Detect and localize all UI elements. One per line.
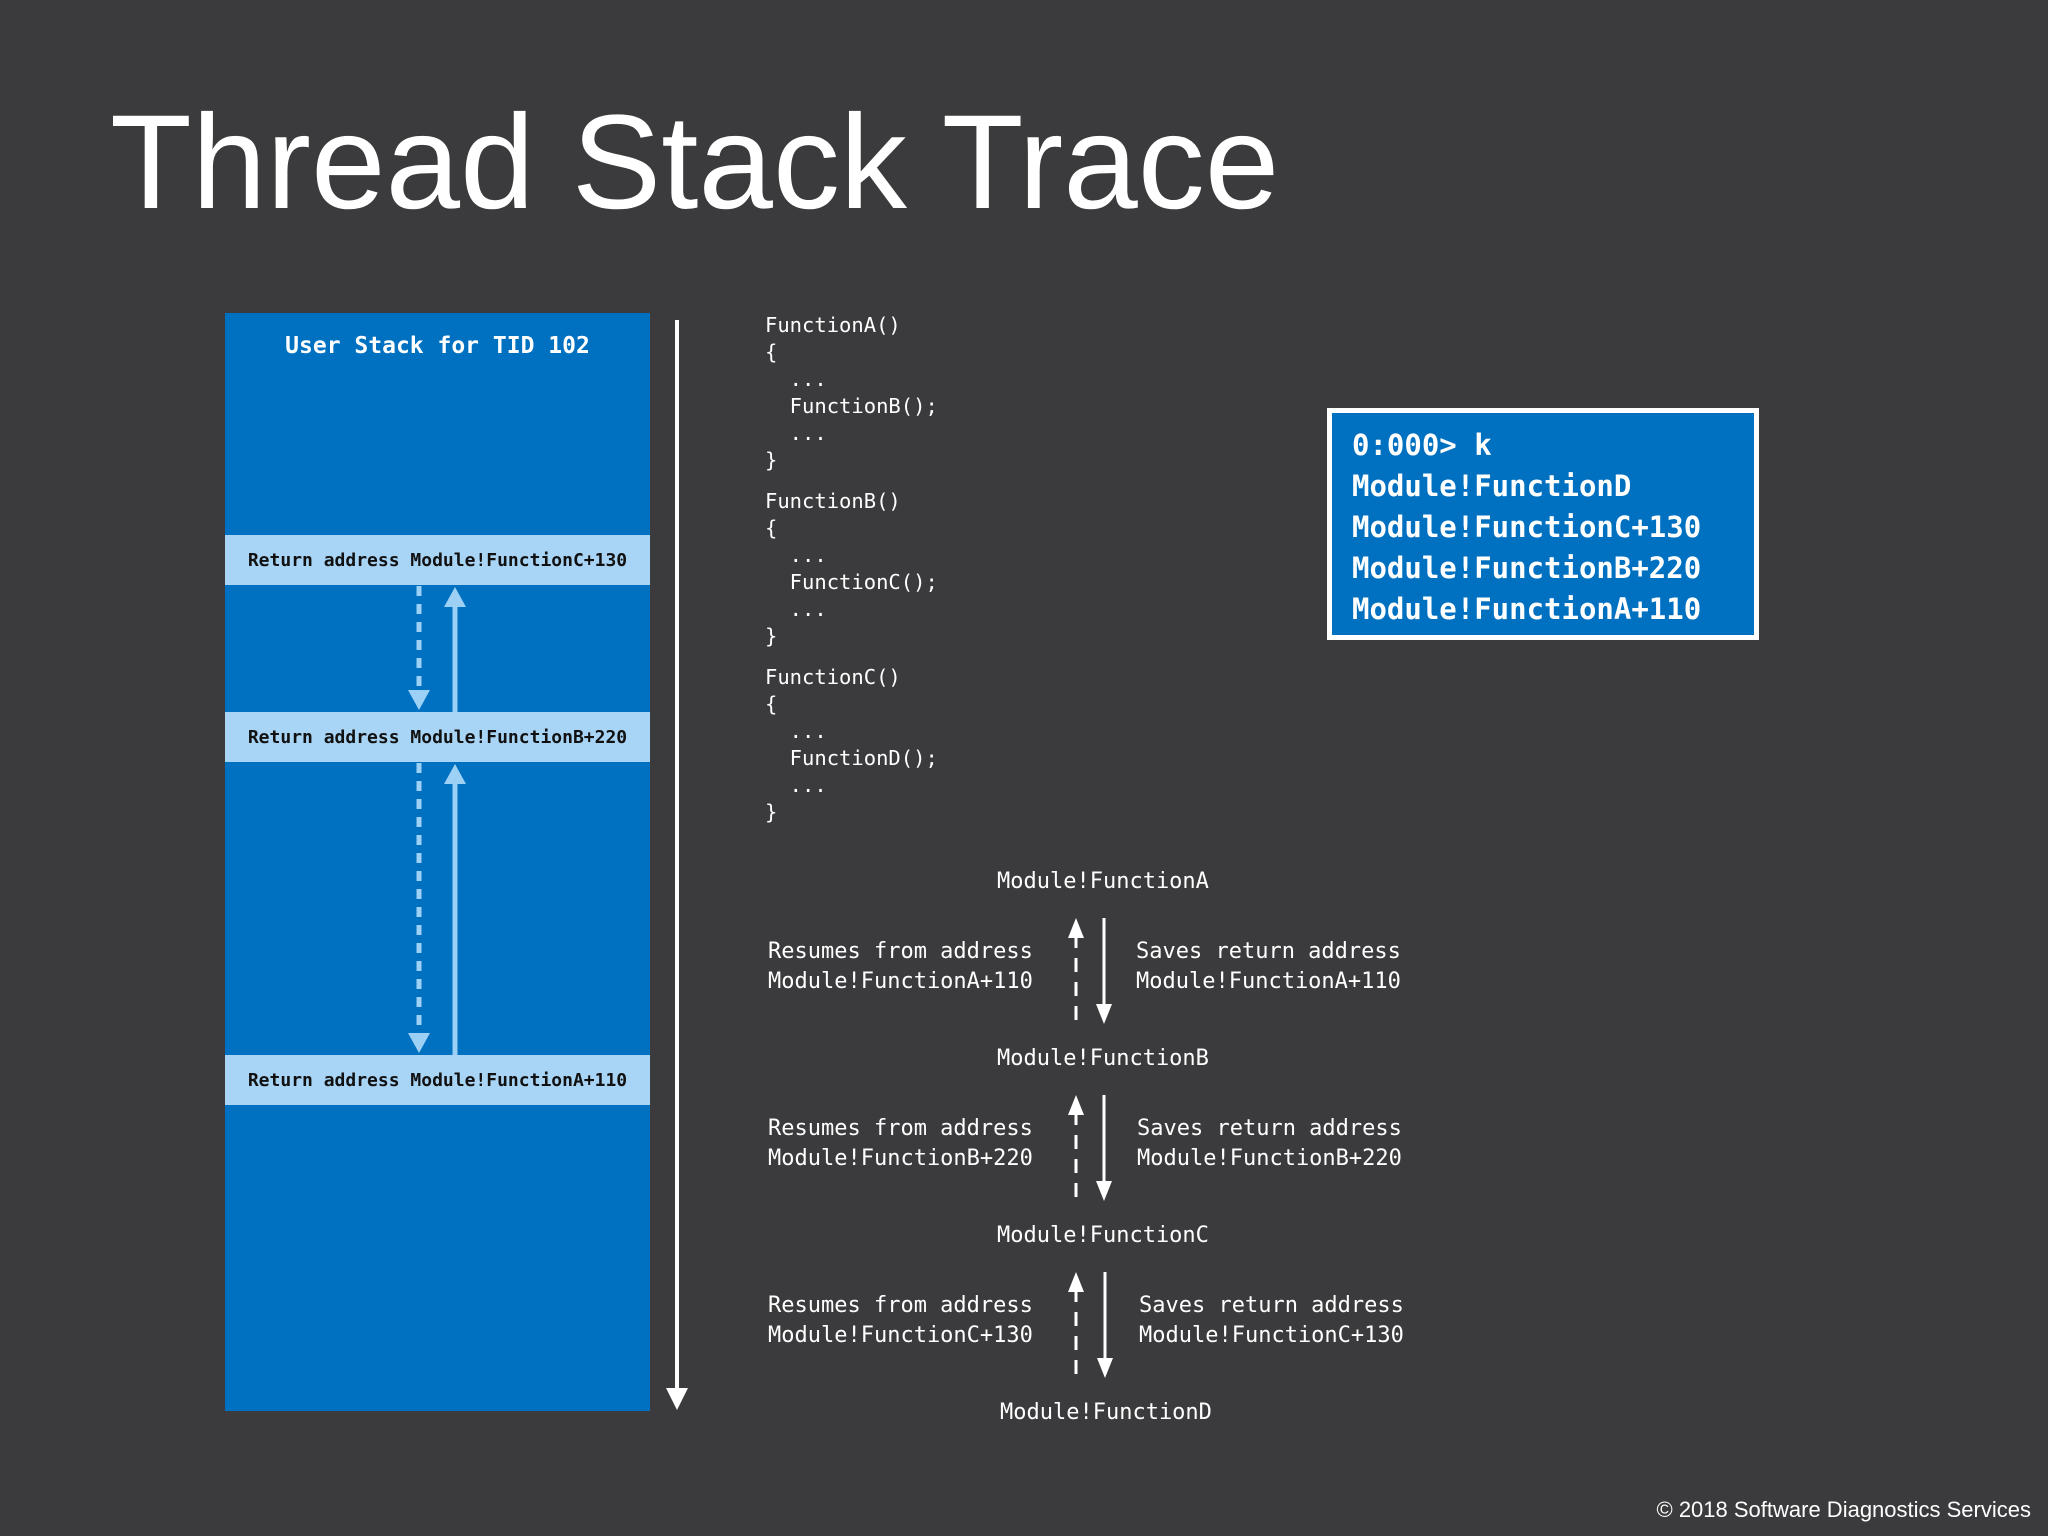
page-title: Thread Stack Trace — [110, 88, 1280, 237]
resumes-note-b: Resumes from address Module!FunctionB+22… — [768, 1116, 1033, 1171]
call-arrow-up-d-to-c — [1068, 1272, 1084, 1374]
call-arrow-down-c-to-d — [1097, 1272, 1113, 1378]
call-arrow-up-c-to-b — [1068, 1095, 1084, 1197]
console-frame: Module!FunctionB+220 — [1352, 551, 1702, 585]
code-line: } — [765, 448, 778, 472]
call-arrow-up-b-to-a — [1068, 918, 1084, 1020]
code-line: FunctionB() — [765, 489, 901, 513]
source-code-listing: FunctionA() { ... FunctionB(); ... } Fun… — [765, 312, 938, 826]
code-line: { — [765, 692, 778, 716]
code-line: { — [765, 340, 778, 364]
debugger-console-box: 0:000> k Module!FunctionD Module!Functio… — [1327, 408, 1759, 640]
resumes-note-a: Resumes from address Module!FunctionA+11… — [768, 939, 1033, 994]
call-chain-function-b: Module!FunctionB — [997, 1046, 1209, 1071]
copyright-footer: © 2018 Software Diagnostics Services — [1656, 1497, 2032, 1522]
saves-note-a: Saves return address Module!FunctionA+11… — [1136, 939, 1401, 994]
call-arrow-down-b-to-c — [1096, 1095, 1112, 1201]
code-line: ... — [765, 597, 827, 621]
code-line: FunctionC(); — [765, 570, 938, 594]
call-arrow-down-a-to-b — [1096, 918, 1112, 1024]
console-frame: Module!FunctionA+110 — [1352, 592, 1702, 626]
return-row-function-b: Return address Module!FunctionB+220 — [225, 712, 650, 762]
code-line: } — [765, 624, 778, 648]
code-line: FunctionC() — [765, 665, 901, 689]
return-row-function-a: Return address Module!FunctionA+110 — [225, 1055, 650, 1105]
code-line: ... — [765, 773, 827, 797]
saves-note-c: Saves return address Module!FunctionC+13… — [1139, 1293, 1404, 1348]
call-chain-function-c: Module!FunctionC — [997, 1223, 1209, 1248]
code-line: { — [765, 516, 778, 540]
code-line: FunctionD(); — [765, 746, 938, 770]
resumes-note-c: Resumes from address Module!FunctionC+13… — [768, 1293, 1033, 1348]
return-row-function-c: Return address Module!FunctionC+130 — [225, 535, 650, 585]
code-line: ... — [765, 543, 827, 567]
call-chain-function-a: Module!FunctionA — [997, 869, 1209, 894]
stack-label: User Stack for TID 102 — [285, 333, 590, 359]
code-line: ... — [765, 719, 827, 743]
user-stack-panel: User Stack for TID 102 Return address Mo… — [225, 313, 650, 1411]
console-prompt: 0:000> k — [1352, 428, 1492, 462]
code-line: FunctionB(); — [765, 394, 938, 418]
stack-direction-arrow — [666, 320, 688, 1410]
console-frame: Module!FunctionC+130 — [1352, 510, 1702, 544]
code-line: } — [765, 800, 778, 824]
console-frame: Module!FunctionD — [1352, 469, 1632, 503]
code-line: ... — [765, 421, 827, 445]
saves-note-b: Saves return address Module!FunctionB+22… — [1137, 1116, 1402, 1171]
call-chain-function-d: Module!FunctionD — [1000, 1400, 1212, 1425]
code-line: FunctionA() — [765, 313, 901, 337]
code-line: ... — [765, 367, 827, 391]
